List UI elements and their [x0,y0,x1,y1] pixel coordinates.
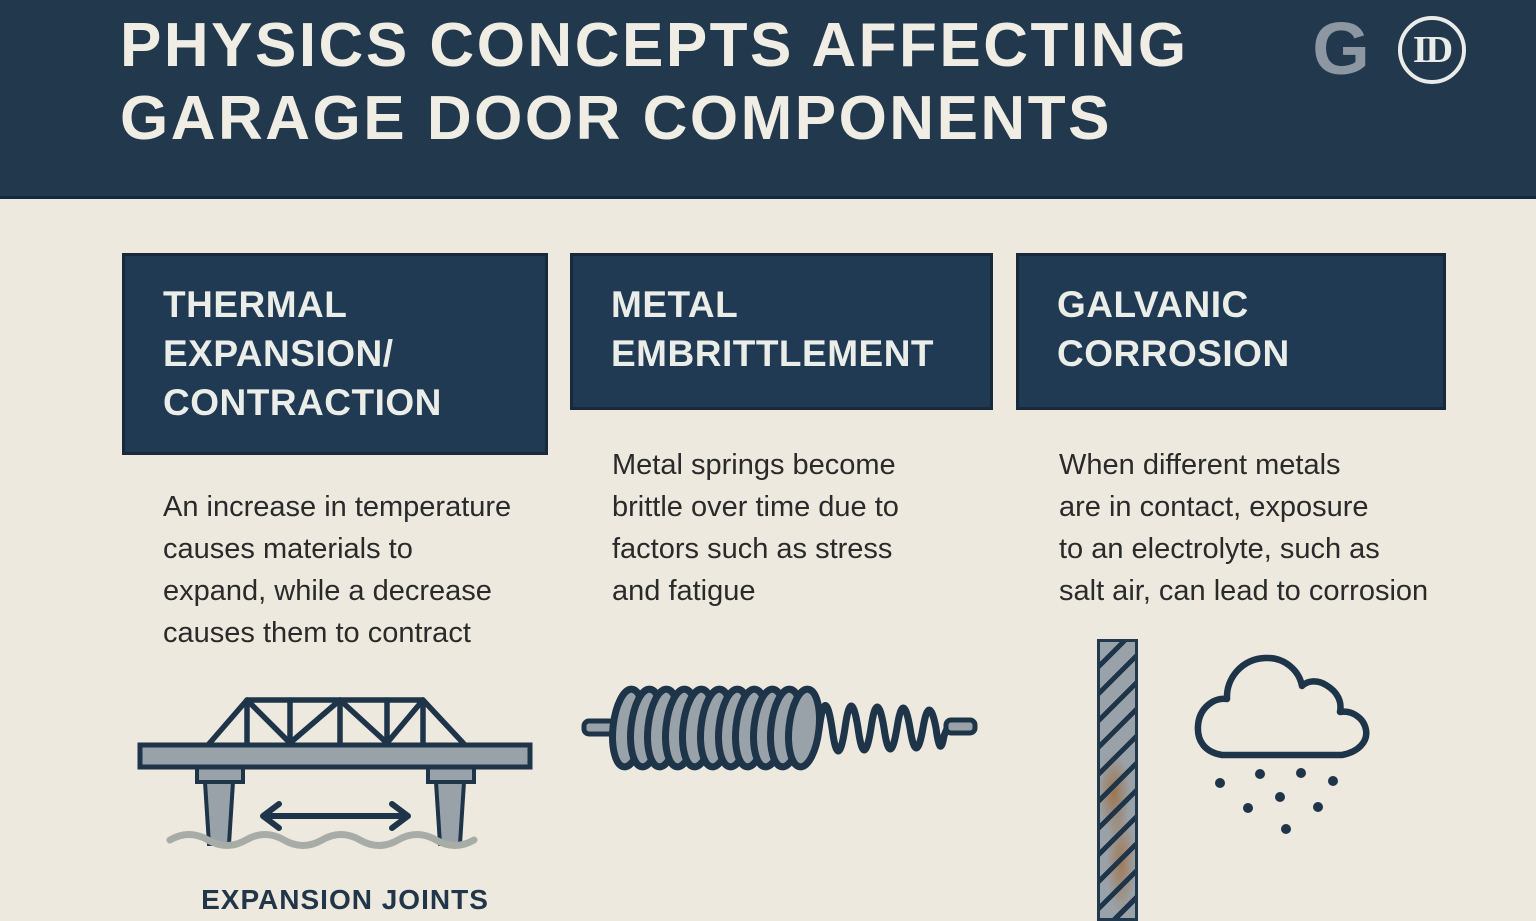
page-title: PHYSICS CONCEPTS AFFECTING GARAGE DOOR C… [120,9,1300,155]
truss-bridge-illustration [137,697,533,849]
rain-cloud-illustration [1194,654,1370,834]
card-thermal-expansion-contraction: THERMAL EXPANSION/ CONTRACTION [122,253,548,455]
body-paragraph-thermal: An increase in temperature causes materi… [163,486,511,654]
body-paragraph-corrosion: When different metals are in contact, ex… [1059,444,1428,612]
body-line: salt air, can lead to corrosion [1059,575,1429,607]
id-badge-logo: ID [1398,16,1466,84]
bridge-deck [137,742,533,770]
water-line [166,831,478,849]
title-line-1: PHYSICS CONCEPTS AFFECTING [120,11,1189,80]
card-heading-line: CORROSION [1057,333,1290,374]
body-line: expand, while a decrease [163,575,492,607]
body-line: An increase in temperature [163,491,512,523]
coil-spring-illustration [581,685,978,771]
card-heading-line: CONTRACTION [163,382,442,423]
card-heading-line: THERMAL [163,284,348,325]
body-line: causes them to contract [163,617,471,649]
corroded-metal-bar-illustration [1097,639,1138,921]
body-line: causes materials to [163,533,413,565]
card-heading-line: GALVANIC [1057,284,1249,325]
expansion-arrow-icon [260,801,411,831]
spring-stretched-section [815,702,952,755]
card-galvanic-corrosion: GALVANIC CORROSION [1016,253,1446,410]
body-line: and fatigue [612,575,756,607]
card-heading-line: EXPANSION/ [163,333,394,374]
card-metal-embrittlement: METAL EMBRITTLEMENT [570,253,993,410]
card-heading-line: EMBRITTLEMENT [611,333,935,374]
body-line: are in contact, exposure [1059,491,1369,523]
cloud-icon [1194,654,1370,759]
rain-dots [1215,768,1338,834]
spring-coils [609,685,823,771]
expansion-joints-caption: EXPANSION JOINTS [201,884,489,915]
body-line: to an electrolyte, such as [1059,533,1380,565]
body-line: Metal springs become [612,449,896,481]
g-logo: G [1312,6,1370,90]
title-line-2: GARAGE DOOR COMPONENTS [120,84,1112,153]
bridge-truss [205,697,468,748]
spring-right-stub [943,717,978,736]
body-paragraph-embrittlement: Metal springs become brittle over time d… [612,444,899,612]
card-heading-line: METAL [611,284,739,325]
header-band: PHYSICS CONCEPTS AFFECTING GARAGE DOOR C… [0,0,1536,199]
body-line: When different metals [1059,449,1341,481]
body-line: brittle over time due to [612,491,899,523]
body-line: factors such as stress [612,533,893,565]
